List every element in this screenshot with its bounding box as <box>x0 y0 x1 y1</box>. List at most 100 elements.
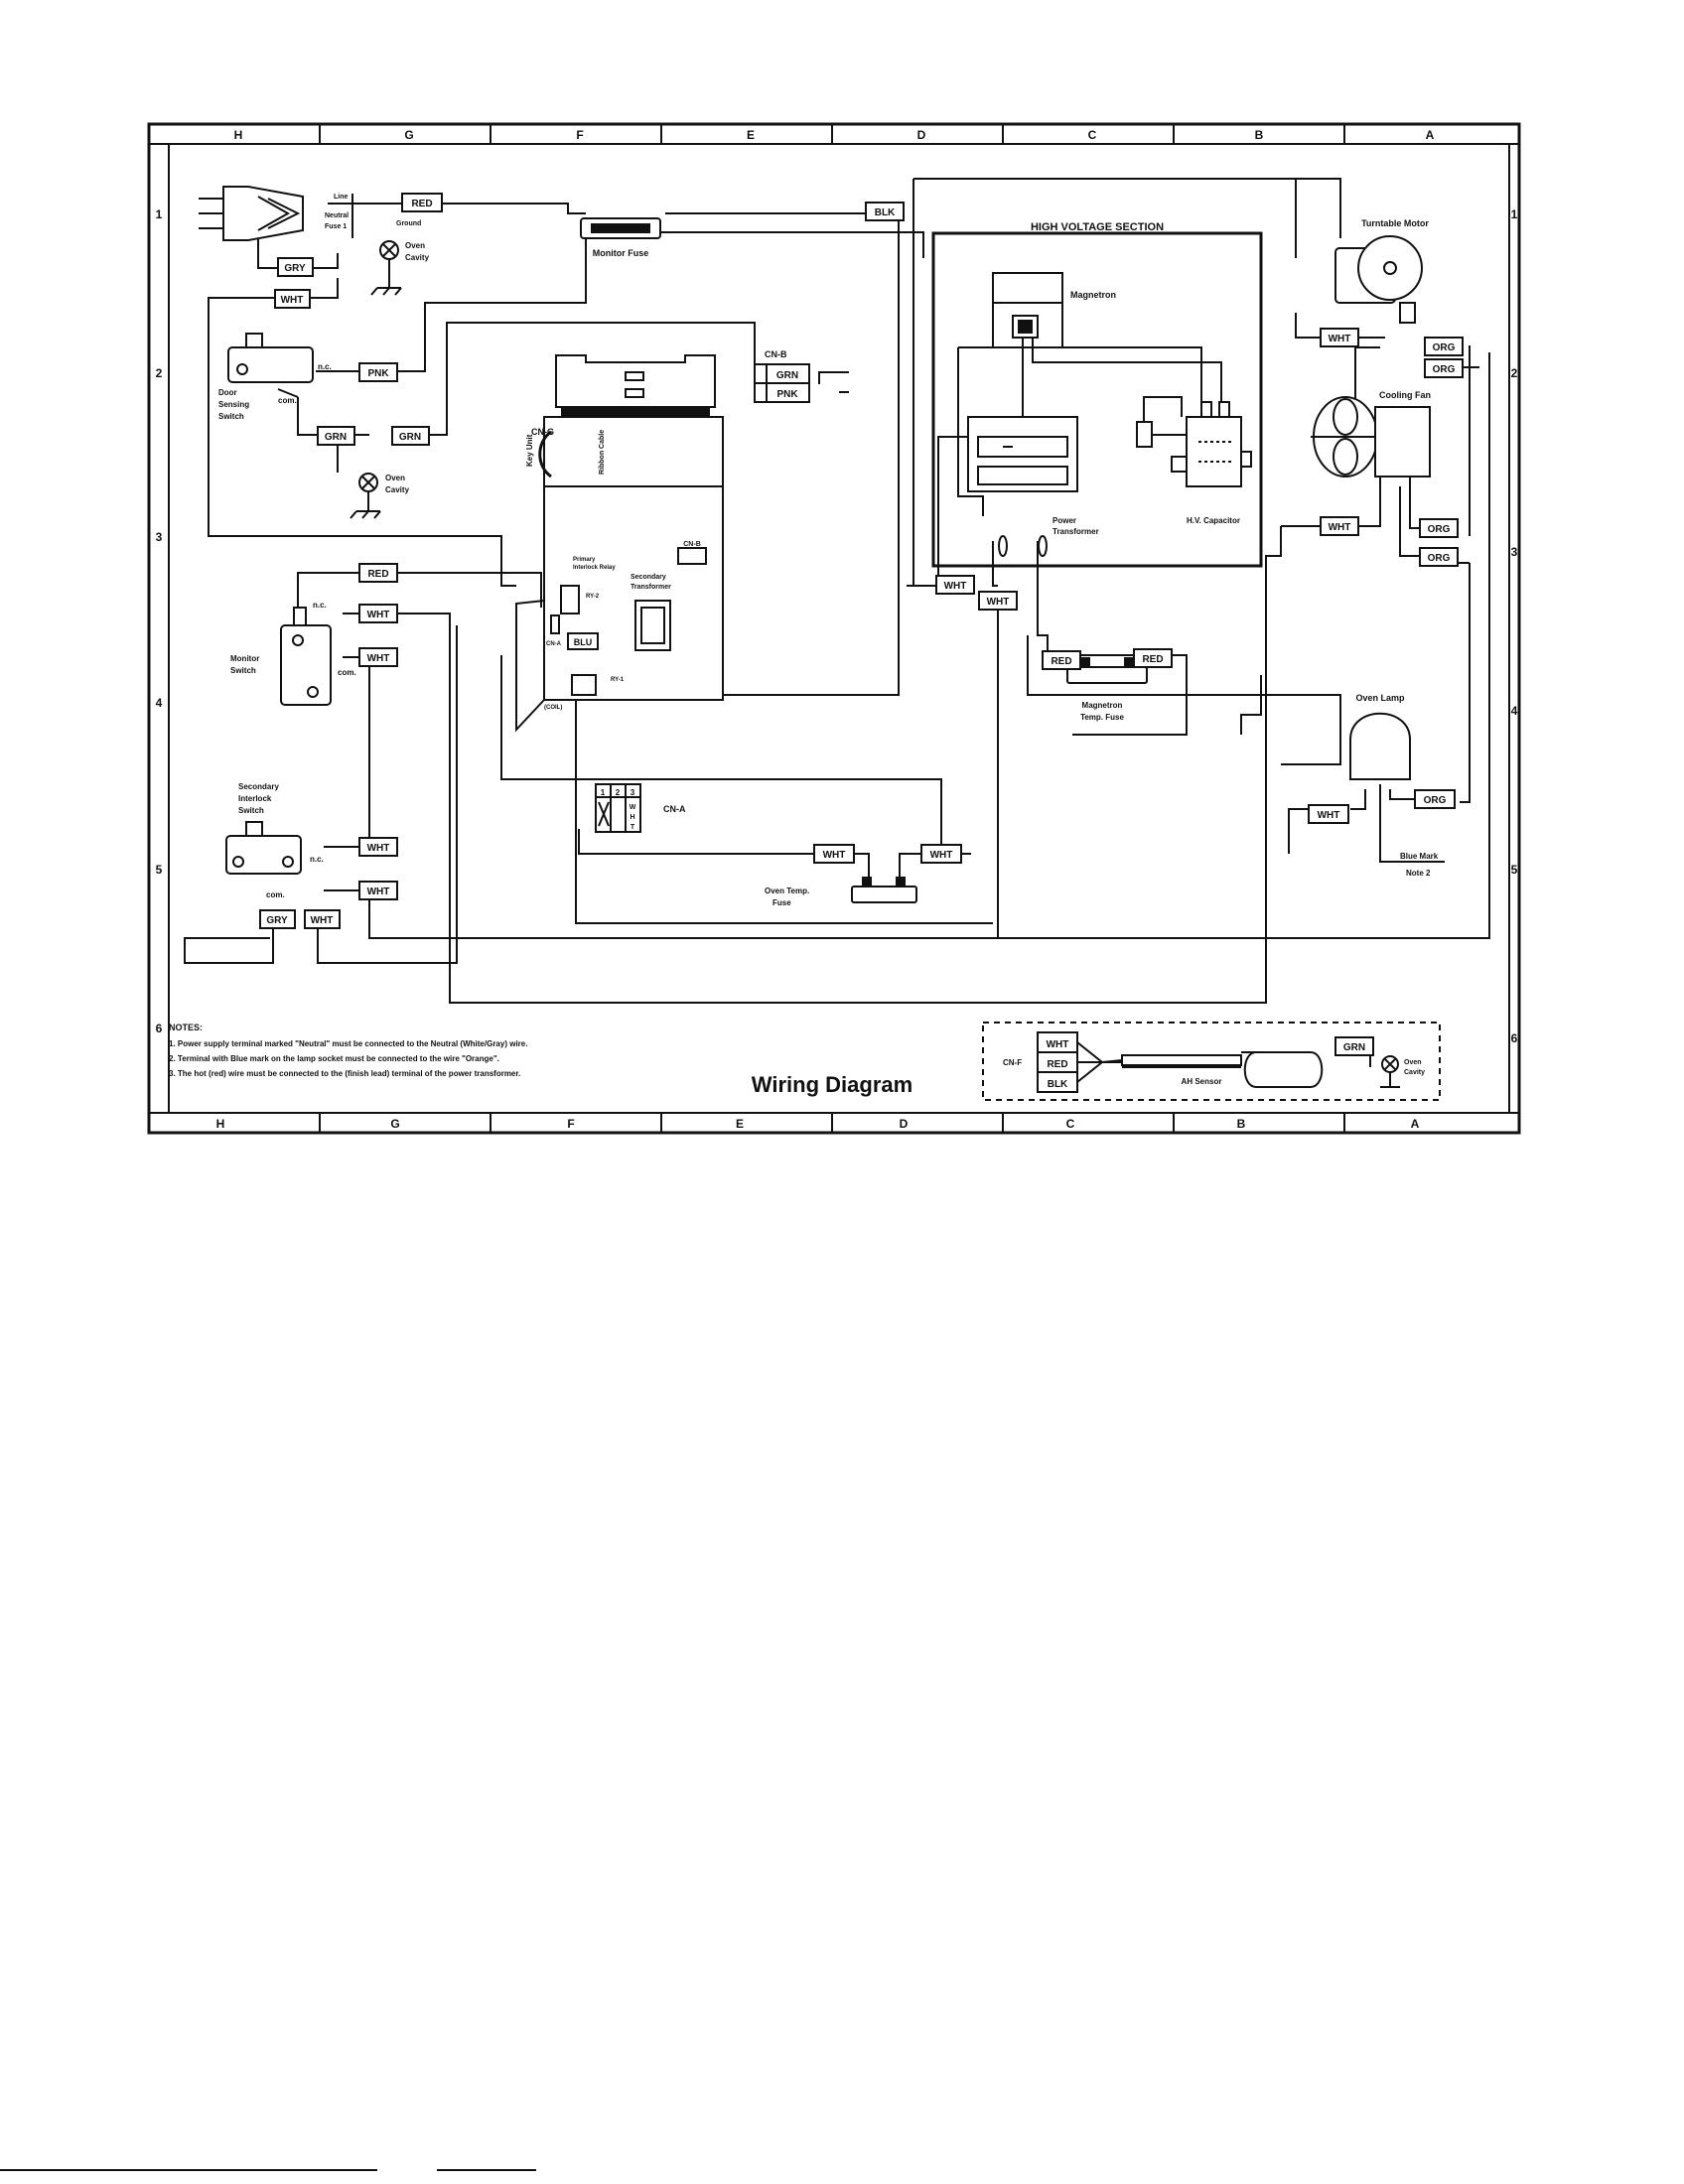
tag-cnf-blk: BLK <box>1048 1079 1068 1090</box>
secondary-switch-com-label: com. <box>266 890 285 899</box>
tag-wht-monitor-a: WHT <box>367 610 390 620</box>
grid-right-0: 1 <box>1511 207 1518 221</box>
grid-bottom-5: C <box>1066 1117 1075 1131</box>
tag-blk-fuse: BLK <box>875 207 896 218</box>
magnetron-temp-fuse-label-2: Temp. Fuse <box>1080 713 1124 722</box>
hv-capacitor: H.V. Capacitor <box>1136 396 1252 525</box>
power-transformer-label-2: Transformer <box>1052 527 1099 536</box>
grid-right-5: 6 <box>1511 1031 1518 1045</box>
plug-ground-label: Ground <box>396 220 421 227</box>
tag-gry-plug: GRY <box>284 263 306 274</box>
monitor-switch-label-2: Switch <box>230 666 256 675</box>
tag-grn-door-a: GRN <box>325 432 347 443</box>
grid-top-7: A <box>1426 128 1435 142</box>
oven-cavity-lamp-2: Oven Cavity <box>350 473 410 519</box>
door-sensing-switch: n.c. com. Door Sensing Switch <box>218 333 332 421</box>
coil-label: (COIL) <box>544 705 562 711</box>
cn-b-connector: GRN PNK CN-B <box>754 349 810 403</box>
monitor-switch: n.c. com. Monitor Switch <box>230 601 356 706</box>
plug-neutral-label: Neutral <box>325 212 349 219</box>
grid-bottom-1: G <box>390 1117 399 1131</box>
tag-wht-otf-a: WHT <box>823 850 846 861</box>
grid-labels: H G F E D C B A H G F E D C B A 1 2 3 4 … <box>156 128 1518 1131</box>
tag-wht-hv-b: WHT <box>987 597 1010 608</box>
cn-a-pin-2: 2 <box>616 788 621 797</box>
key-unit: Key Unit CN-G Ribbon Cable <box>525 354 724 487</box>
note-2: 2. Terminal with Blue mark on the lamp s… <box>169 1054 499 1063</box>
grid-top-2: F <box>576 128 583 142</box>
blue-mark-label: Blue Mark <box>1400 852 1439 861</box>
grid-bottom-2: F <box>567 1117 574 1131</box>
diagram-frame <box>147 122 1521 1135</box>
secondary-transformer-label-2: Transformer <box>631 584 671 591</box>
grid-top-4: D <box>917 128 926 142</box>
grid-left-5: 6 <box>156 1022 163 1035</box>
grid-top-5: C <box>1088 128 1097 142</box>
grid-left-4: 5 <box>156 863 163 877</box>
tag-cnb-pnk: PNK <box>776 389 798 400</box>
tag-org-tt-b: ORG <box>1433 364 1456 375</box>
primary-interlock-label-2: Interlock Relay <box>573 565 616 571</box>
tag-wht-otf-b: WHT <box>930 850 953 861</box>
secondary-switch-nc-label: n.c. <box>310 855 324 864</box>
tag-red-monitor: RED <box>367 569 388 580</box>
magnetron-temp-fuse-label-1: Magnetron <box>1082 701 1123 710</box>
tag-cnf-red: RED <box>1047 1059 1067 1070</box>
oven-cavity-1-line2: Cavity <box>405 253 430 262</box>
tag-wht-sec-a: WHT <box>367 843 390 854</box>
ry1-label: RY-1 <box>611 677 625 683</box>
tag-org-fan-a: ORG <box>1428 524 1451 535</box>
tag-red-mtf-a: RED <box>1051 656 1071 667</box>
primary-interlock-label-1: Primary <box>573 557 596 563</box>
door-switch-label-2: Sensing <box>218 400 249 409</box>
hv-capacitor-label: H.V. Capacitor <box>1187 516 1240 525</box>
secondary-interlock-switch: n.c. com. Secondary Interlock Switch <box>225 782 324 899</box>
cn-g-label: CN-G <box>531 427 554 437</box>
tag-wht-hv-a: WHT <box>944 581 967 592</box>
tag-blu-board: BLU <box>574 637 593 647</box>
oven-temp-fuse-label-2: Fuse <box>772 898 791 907</box>
oven-lamp-label: Oven Lamp <box>1355 693 1405 703</box>
grid-bottom-6: B <box>1237 1117 1246 1131</box>
notes: NOTES: 1. Power supply terminal marked "… <box>169 1023 527 1078</box>
cn-a-wht-h: H <box>630 814 634 821</box>
key-unit-label: Key Unit <box>525 434 534 467</box>
cn-a-connector: 1 2 3 W H T CN-A <box>595 783 686 833</box>
grid-right-4: 5 <box>1511 863 1518 877</box>
hv-section-title: HIGH VOLTAGE SECTION <box>1031 221 1164 233</box>
grid-bottom-3: E <box>736 1117 744 1131</box>
grid-top-1: G <box>404 128 413 142</box>
diagram-title: Wiring Diagram <box>752 1072 912 1097</box>
door-switch-label-1: Door <box>218 388 237 397</box>
tag-wht-tt: WHT <box>1329 334 1351 344</box>
plug-line-label: Line <box>334 194 348 201</box>
grid-right-1: 2 <box>1511 366 1518 380</box>
oven-cavity-1-line1: Oven <box>405 241 425 250</box>
magnetron-label: Magnetron <box>1070 290 1116 300</box>
cn-a-small-label: CN-A <box>546 641 562 647</box>
notes-heading: NOTES: <box>169 1023 203 1032</box>
cn-a-pin-1: 1 <box>601 788 606 797</box>
ribbon-cable-label: Ribbon Cable <box>599 430 606 475</box>
cn-b-label: CN-B <box>765 349 787 359</box>
cn-f-label: CN-F <box>1003 1058 1022 1067</box>
secondary-switch-label-3: Switch <box>238 806 264 815</box>
wire-tags: RED GRY WHT BLK PNK GRN GRN GRN PNK CN-B… <box>259 193 1464 929</box>
power-transformer: Power Transformer <box>957 346 1202 557</box>
power-plug: Line Neutral Fuse 1 Ground <box>199 186 421 241</box>
grid-bottom-7: A <box>1411 1117 1420 1131</box>
grid-right-2: 3 <box>1511 545 1518 559</box>
monitor-switch-nc-label: n.c. <box>313 601 327 610</box>
grid-left-0: 1 <box>156 207 163 221</box>
tag-wht-sec-c: WHT <box>311 915 334 926</box>
tag-grn-door-b: GRN <box>399 432 421 443</box>
plug-fuse-label: Fuse 1 <box>325 223 347 230</box>
oven-cavity-lamp-1: Oven Cavity <box>370 240 430 296</box>
control-board: CN-B Primary Interlock Relay RY-2 Second… <box>515 485 724 733</box>
oven-temp-fuse-label-1: Oven Temp. <box>765 887 809 895</box>
monitor-fuse: Monitor Fuse <box>580 217 661 258</box>
tag-grn-sensor: GRN <box>1343 1042 1365 1053</box>
power-transformer-label-1: Power <box>1052 516 1076 525</box>
grid-bottom-4: D <box>900 1117 909 1131</box>
